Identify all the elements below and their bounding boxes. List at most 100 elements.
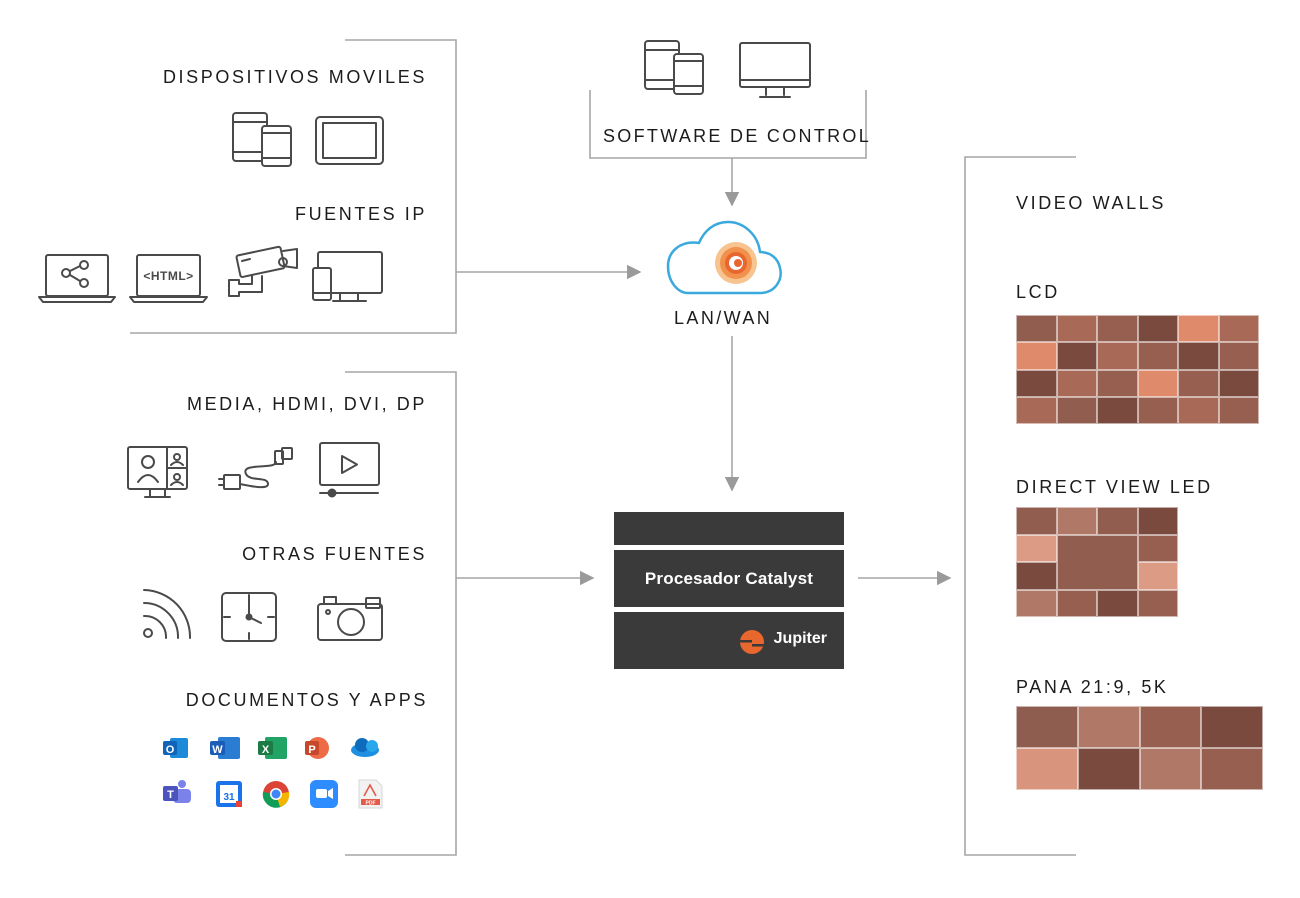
- pana-panel: [1016, 748, 1078, 790]
- lcd-panel: [1218, 369, 1259, 397]
- processor-title-bar: Procesador Catalyst: [614, 550, 844, 607]
- svg-text:PDF: PDF: [366, 801, 376, 807]
- lcd-panel: [1178, 369, 1219, 397]
- bracket-video-walls: [964, 156, 1076, 856]
- jupiter-logo-icon: [740, 630, 765, 654]
- onedrive-icon: [351, 738, 379, 757]
- label-video-walls: VIDEO WALLS: [1016, 193, 1166, 213]
- lcd-panel: [1218, 396, 1259, 424]
- label-ip-sources: FUENTES IP: [294, 204, 427, 224]
- network-logo-icon: [715, 242, 757, 284]
- label-pana: PANA 21:9, 5K: [1016, 677, 1169, 697]
- pana-panel: [1201, 748, 1263, 790]
- lcd-panel: [1137, 369, 1178, 397]
- svg-text:31: 31: [223, 792, 235, 803]
- svg-text:O: O: [166, 744, 175, 756]
- led-panel: [1056, 534, 1138, 590]
- lcd-panel: [1056, 342, 1097, 370]
- share-laptop-icon: [38, 254, 116, 303]
- lcd-wall: [1016, 315, 1259, 424]
- svg-text:W: W: [212, 744, 223, 756]
- google-calendar-icon: 31: [216, 781, 242, 807]
- chrome-icon: [262, 781, 290, 808]
- tablet-icon: [315, 116, 384, 165]
- video-player-icon: [319, 442, 380, 498]
- lcd-panel: [1056, 396, 1097, 424]
- led-panel: [1016, 507, 1057, 535]
- powerpoint-icon: P: [305, 737, 329, 759]
- lcd-panel: [1016, 342, 1057, 370]
- bracket-ip-sources: [130, 39, 457, 334]
- led-panel: [1056, 507, 1097, 535]
- lcd-panel: [1178, 342, 1219, 370]
- pana-panel: [1201, 706, 1263, 748]
- svg-text:X: X: [262, 744, 270, 756]
- led-panel: [1137, 507, 1178, 535]
- lcd-panel: [1178, 396, 1219, 424]
- camera-icon: [317, 596, 383, 641]
- led-panel: [1097, 507, 1138, 535]
- lcd-panel: [1178, 315, 1219, 343]
- led-panel: [1137, 589, 1178, 617]
- lcd-panel: [1016, 315, 1057, 343]
- led-panel: [1016, 589, 1057, 617]
- label-docs-apps: DOCUMENTOS Y APPS: [185, 690, 428, 710]
- direct-view-led-wall: [1016, 507, 1178, 617]
- svg-text:T: T: [167, 789, 174, 801]
- led-panel: [1016, 562, 1057, 590]
- processor-brand-bar: Jupiter: [614, 612, 844, 669]
- processor-brand: Jupiter: [773, 630, 827, 647]
- phone-tablet-icon: [232, 112, 292, 167]
- outlook-icon: O: [163, 738, 188, 758]
- pana-panel: [1139, 706, 1202, 748]
- lcd-panel: [1218, 342, 1259, 370]
- video-conference-icon: [127, 446, 188, 498]
- phone-tablet-control-icon: [644, 40, 704, 95]
- lcd-panel: [1137, 315, 1178, 343]
- processor-title: Procesador Catalyst: [644, 569, 814, 588]
- security-camera-icon: [228, 245, 298, 297]
- clock-icon: [221, 592, 277, 642]
- desktop-phone-icon: [312, 251, 383, 302]
- led-panel: [1016, 534, 1057, 562]
- label-direct-view-led: DIRECT VIEW LED: [1016, 477, 1213, 497]
- lcd-panel: [1097, 369, 1138, 397]
- label-media: MEDIA, HDMI, DVI, DP: [186, 394, 427, 414]
- pdf-icon: PDF: [358, 779, 383, 809]
- pana-panel: [1139, 748, 1202, 790]
- lcd-panel: [1137, 396, 1178, 424]
- pana-panel: [1016, 706, 1078, 748]
- led-panel: [1056, 589, 1097, 617]
- pana-panel: [1077, 706, 1140, 748]
- html-laptop-icon: [129, 254, 208, 303]
- cable-icon: [218, 447, 293, 490]
- excel-icon: X: [258, 737, 287, 759]
- rss-icon: [143, 589, 192, 639]
- label-lan-wan: LAN/WAN: [674, 308, 773, 328]
- label-mobile-devices: DISPOSITIVOS MOVILES: [162, 67, 427, 87]
- lcd-panel: [1016, 396, 1057, 424]
- pana-panel: [1077, 748, 1140, 790]
- lcd-panel: [1097, 396, 1138, 424]
- desktop-monitor-icon: [739, 42, 811, 98]
- lcd-panel: [1218, 315, 1259, 343]
- bracket-control: [589, 90, 867, 159]
- html-tag-text: <HTML>: [143, 269, 193, 283]
- bracket-media-sources: [345, 371, 457, 856]
- lcd-panel: [1056, 369, 1097, 397]
- word-icon: W: [210, 737, 240, 759]
- lcd-panel: [1056, 315, 1097, 343]
- led-panel: [1137, 562, 1178, 590]
- lcd-panel: [1016, 369, 1057, 397]
- lcd-panel: [1097, 315, 1138, 343]
- processor-top-bar: [614, 512, 844, 545]
- lcd-panel: [1137, 342, 1178, 370]
- teams-icon: T: [163, 780, 191, 803]
- label-control-software: SOFTWARE DE CONTROL: [603, 126, 872, 146]
- svg-text:P: P: [308, 744, 315, 756]
- pana-wall: [1016, 706, 1263, 790]
